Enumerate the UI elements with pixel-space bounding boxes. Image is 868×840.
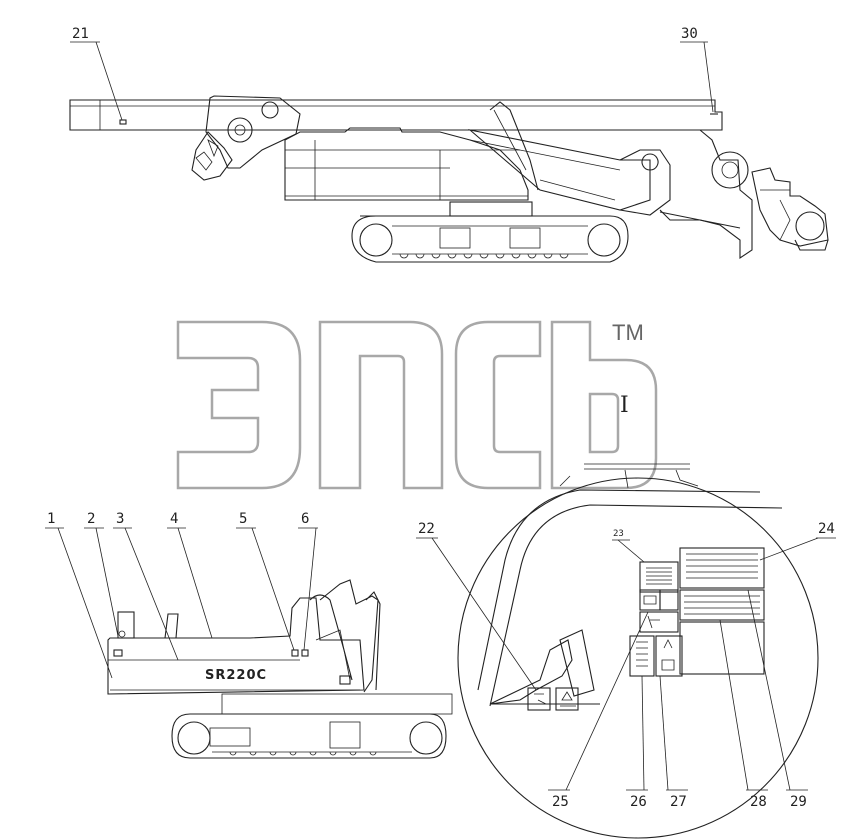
callout-24: 24 (818, 521, 835, 537)
callout-27: 27 (670, 794, 687, 810)
callout-28: 28 (750, 794, 767, 810)
callout-5: 5 (239, 511, 247, 527)
leader-lines-base (45, 527, 318, 679)
detail-marker-label: I (620, 393, 629, 418)
callout-26: 26 (630, 794, 647, 810)
callout-30: 30 (681, 26, 698, 42)
callout-29: 29 (790, 794, 807, 810)
base-machine-view: SR220C (107, 579, 453, 759)
trademark-symbol: TM (612, 320, 644, 345)
decal-2-marker (113, 649, 123, 657)
callout-22: 22 (418, 521, 435, 537)
callout-6: 6 (301, 511, 309, 527)
model-label: SR220C (205, 668, 267, 683)
callout-23: 23 (613, 529, 624, 539)
leader-lines-detail (416, 537, 836, 791)
drilling-rig-side-view (69, 95, 829, 263)
callout-4: 4 (170, 511, 178, 527)
decal-21-marker (119, 119, 127, 125)
callout-3: 3 (116, 511, 124, 527)
detail-view-circle (457, 463, 819, 839)
callout-25: 25 (552, 794, 569, 810)
callout-2: 2 (87, 511, 95, 527)
leader-lines-top (70, 41, 714, 121)
watermark-logo: TM I (176, 320, 658, 490)
callout-21: 21 (72, 26, 89, 42)
callout-1: 1 (47, 511, 55, 527)
